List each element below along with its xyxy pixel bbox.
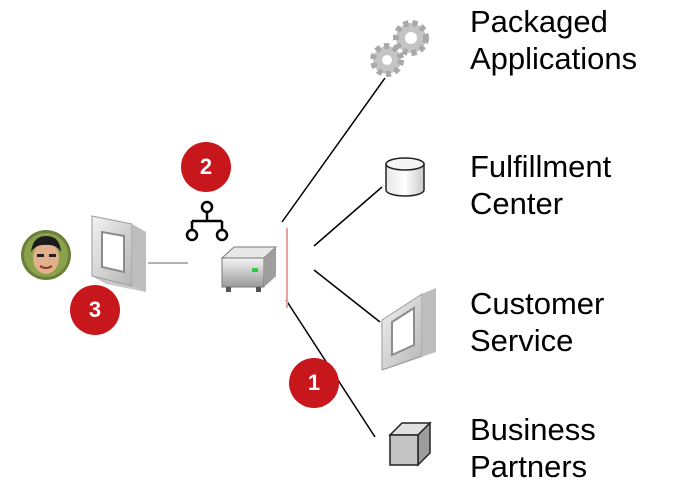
link-fulfillment — [313, 186, 383, 247]
step-badge-1: 1 — [289, 358, 339, 408]
label-line: Packaged — [470, 4, 608, 39]
gears-icon — [370, 20, 429, 77]
label-fulfillment-center: Fulfillment Center — [470, 148, 611, 222]
label-packaged-applications: Packaged Applications — [470, 3, 637, 77]
label-customer-service: Customer Service — [470, 285, 604, 359]
box-icon — [388, 421, 432, 467]
label-line: Applications — [470, 41, 638, 76]
hierarchy-icon — [185, 200, 229, 242]
label-line: Customer — [470, 286, 605, 321]
window-icon — [91, 215, 146, 292]
label-business-partners: Business Partners — [470, 411, 596, 485]
link-packaged — [281, 77, 386, 223]
label-line: Fulfillment — [470, 149, 612, 184]
label-line: Partners — [470, 449, 588, 484]
link-customer — [313, 269, 381, 323]
window-icon — [381, 288, 436, 371]
user-avatar — [21, 230, 71, 280]
label-line: Business — [470, 412, 596, 447]
label-line: Center — [470, 186, 564, 221]
server-icon — [220, 246, 278, 292]
step-badge-2: 2 — [181, 142, 231, 192]
label-line: Service — [470, 323, 574, 358]
database-icon — [385, 157, 425, 197]
step-badge-3: 3 — [70, 285, 120, 335]
